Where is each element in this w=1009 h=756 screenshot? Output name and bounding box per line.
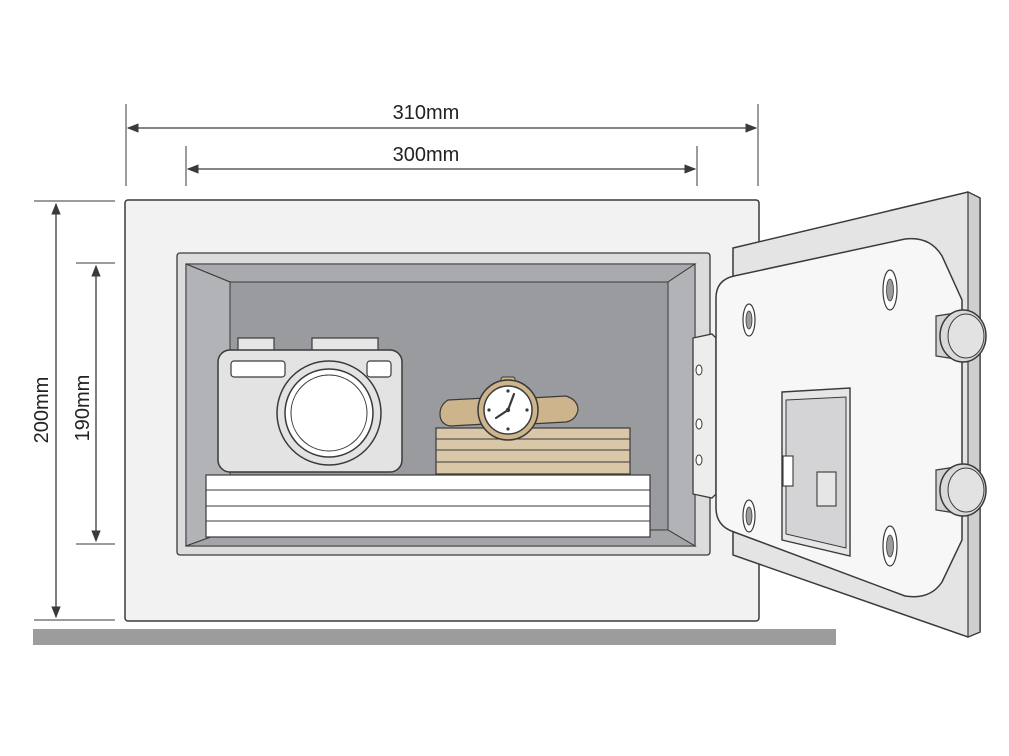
screw-icon [882, 269, 898, 311]
paper-stack [205, 474, 651, 538]
interior-right-wall [667, 263, 696, 547]
safe-door [715, 191, 987, 638]
outer-width-label: 310mm [393, 102, 460, 124]
interior-ceiling [185, 263, 697, 283]
screw-icon [742, 499, 756, 533]
camera-icon [217, 337, 403, 473]
outer-height-dimension: 200mm [31, 200, 115, 621]
bolt-icon [935, 463, 987, 517]
screw-icon [742, 303, 756, 337]
watch-icon [439, 376, 579, 441]
inner-width-dimension: 300mm [185, 144, 698, 186]
inner-height-label: 190mm [72, 375, 94, 442]
outer-height-label: 200mm [31, 377, 53, 444]
keypad-icon [781, 387, 851, 557]
inner-width-label: 300mm [393, 144, 460, 166]
hinge-icon [692, 333, 717, 499]
floor [33, 629, 836, 645]
bolt-icon [935, 309, 987, 363]
door-edge [967, 191, 981, 638]
screw-icon [882, 525, 898, 567]
wooden-box [435, 427, 631, 475]
inner-height-dimension: 190mm [72, 262, 115, 545]
outer-width-dimension: 310mm [125, 102, 759, 186]
